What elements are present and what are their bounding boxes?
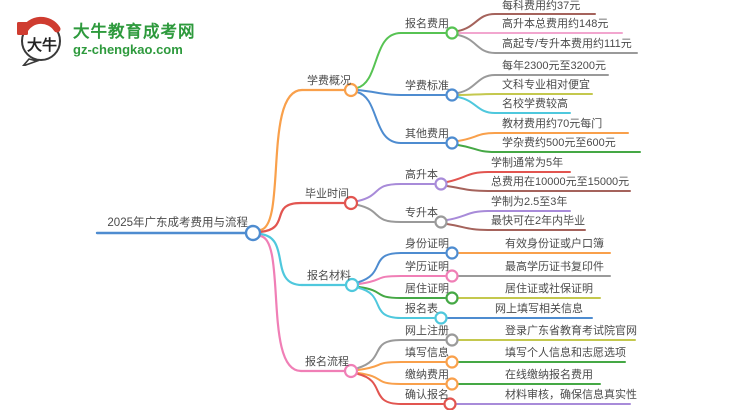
logo-bubble-tail — [21, 58, 40, 66]
node-circle-materials — [344, 277, 360, 293]
leaf-total-cost-range: 总费用在10000元至15000元 — [491, 176, 630, 188]
leaf-line-yearly-tuition — [457, 74, 609, 94]
branch-curve-materials — [258, 232, 304, 287]
leaf-line-5years — [446, 171, 571, 183]
node-confirm-register: 确认报名 — [405, 389, 449, 401]
curve-fill-info — [357, 361, 402, 371]
curve-pay-fee — [357, 372, 402, 385]
node-circle-process — [343, 363, 359, 379]
curve-residence — [358, 286, 402, 299]
node-online-register: 网上注册 — [405, 325, 449, 337]
leaf-gqz-fee: 高起专/专升本费用约111元 — [502, 38, 632, 50]
leaf-line-per-subject — [457, 13, 596, 32]
node-circle-pay-fee — [445, 377, 459, 391]
leaf-line-liberal-arts — [458, 93, 593, 96]
leaf-pay-online: 在线缴纳报名费用 — [505, 369, 593, 381]
node-circle-tuition-standard — [445, 88, 459, 102]
site-title: 大牛教育成考网 — [73, 22, 196, 41]
curve-zhuanshengben — [357, 204, 402, 223]
node-identity-proof: 身份证明 — [405, 238, 449, 250]
leaf-textbook-fee: 教材费用约70元每门 — [502, 118, 603, 130]
site-logo[interactable]: 大牛 大牛教育成考网 gz-chengkao.com — [14, 14, 196, 66]
daniu-logo-mark: 大牛 — [17, 16, 61, 66]
curve-identity — [358, 252, 402, 283]
logo-seal — [17, 22, 28, 35]
curve-registration-fee — [356, 32, 402, 89]
leaf-yearly-tuition: 每年2300元至3200元 — [502, 60, 606, 72]
node-registration-form: 报名表 — [405, 303, 438, 315]
node-circle-zhuanshengben — [434, 215, 448, 229]
branch-fees-label: 学费概况 — [307, 75, 351, 87]
central-node-circle — [244, 224, 262, 242]
branch-curve-fees — [258, 88, 304, 232]
leaf-line-misc-fee — [457, 144, 641, 153]
leaf-famous-school-high: 名校学费较高 — [502, 98, 568, 110]
mindmap-node-circles — [244, 26, 459, 410]
leaf-liberal-arts-cheap: 文科专业相对便宜 — [502, 79, 590, 91]
curve-gaoshengben — [357, 183, 402, 202]
node-circle-form — [434, 311, 448, 325]
node-other-fees: 其他费用 — [405, 128, 449, 140]
leaf-material-review: 材料审核，确保信息真实性 — [505, 389, 637, 401]
branch-process-label: 报名流程 — [305, 356, 349, 368]
curve-other-fees — [356, 91, 402, 144]
leaf-line-gqz-fee — [457, 34, 638, 54]
curve-form — [358, 287, 402, 319]
branch-curve-graduation — [258, 201, 303, 234]
node-zhuanshengben: 专升本 — [405, 207, 438, 219]
leaf-fill-personal-info: 填写个人信息和志愿选项 — [505, 347, 626, 359]
node-circle-online-register — [445, 333, 459, 347]
curve-confirm — [357, 373, 402, 405]
leaf-fastest-2years: 最快可在2年内毕业 — [491, 215, 586, 227]
node-circle-other-fees — [445, 136, 459, 150]
node-circle-diploma — [445, 269, 459, 283]
node-circle-residence — [445, 291, 459, 305]
node-pay-fee: 缴纳费用 — [405, 369, 449, 381]
curve-online-register — [357, 339, 402, 369]
logo-mark-text: 大牛 — [27, 36, 57, 54]
leaf-diploma-copy: 最高学历证书复印件 — [505, 261, 604, 273]
node-gaoshengben: 高升本 — [405, 169, 438, 181]
node-fill-info: 填写信息 — [405, 347, 449, 359]
node-diploma-proof: 学历证明 — [405, 261, 449, 273]
leaf-duration-5years: 学制通常为5年 — [491, 157, 564, 169]
node-circle-fees — [343, 82, 359, 98]
site-url[interactable]: gz-chengkao.com — [73, 41, 183, 57]
mindmap-lines — [95, 13, 641, 405]
node-circle-identity — [445, 246, 459, 260]
node-tuition-standard: 学费标准 — [405, 80, 449, 92]
central-topic: 2025年广东成考费用与流程 — [107, 217, 248, 229]
leaf-line-total-10000 — [446, 185, 631, 192]
leaf-line-textbook — [457, 132, 629, 142]
leaf-id-or-hukou: 有效身份证或户口簿 — [505, 238, 604, 250]
node-circle-fill-info — [445, 355, 459, 369]
leaf-duration-2-5years: 学制为2.5至3年 — [491, 196, 568, 208]
branch-curve-process — [258, 234, 303, 373]
leaf-line-famous-school — [457, 96, 571, 114]
logo-text-block: 大牛教育成考网 gz-chengkao.com — [73, 23, 196, 58]
curve-tuition-standard — [357, 89, 402, 96]
node-circle-registration-fee — [445, 26, 459, 40]
leaf-per-subject-fee: 每科费用约37元 — [502, 0, 581, 12]
leaf-misc-fee: 学杂费约500元至600元 — [502, 137, 616, 149]
node-circle-graduation — [343, 195, 359, 211]
node-residence-proof: 居住证明 — [405, 283, 449, 295]
node-circle-gaoshengben — [434, 177, 448, 191]
leaf-line-fastest-2years — [446, 223, 586, 231]
leaf-gsb-total-fee: 高升本总费用约148元 — [502, 18, 609, 30]
leaf-online-fill-info: 网上填写相关信息 — [495, 303, 583, 315]
branch-graduation-label: 毕业时间 — [305, 188, 349, 200]
leaf-line-2-5years — [446, 210, 571, 221]
branch-materials-label: 报名材料 — [307, 270, 351, 282]
curve-diploma — [358, 275, 402, 285]
leaf-residence-or-social: 居住证或社保证明 — [505, 283, 593, 295]
leaf-login-exam-site: 登录广东省教育考试院官网 — [505, 325, 637, 337]
node-registration-fee: 报名费用 — [405, 18, 449, 30]
